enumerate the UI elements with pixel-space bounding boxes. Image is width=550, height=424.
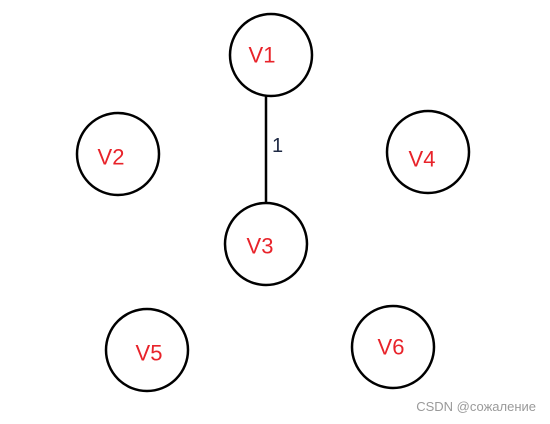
node-label-v6: V6 bbox=[378, 335, 405, 360]
node-v6: V6 bbox=[350, 304, 436, 390]
node-label-v1: V1 bbox=[249, 43, 276, 68]
edge-weight-label: 1 bbox=[272, 135, 283, 157]
nodes-layer: V1 V2 V3 V4 V5 V6 bbox=[75, 12, 471, 393]
node-v5: V5 bbox=[104, 307, 190, 393]
node-label-v4: V4 bbox=[409, 147, 436, 172]
node-v3: V3 bbox=[223, 201, 309, 287]
node-label-v3: V3 bbox=[247, 234, 274, 259]
node-v4: V4 bbox=[385, 109, 471, 195]
node-label-v2: V2 bbox=[98, 145, 125, 170]
edges-layer: 1 bbox=[264, 96, 283, 203]
node-label-v5: V5 bbox=[136, 341, 163, 366]
watermark-text: CSDN @сожаление bbox=[416, 399, 536, 414]
node-v1: V1 bbox=[228, 12, 314, 98]
node-v2: V2 bbox=[75, 111, 161, 197]
